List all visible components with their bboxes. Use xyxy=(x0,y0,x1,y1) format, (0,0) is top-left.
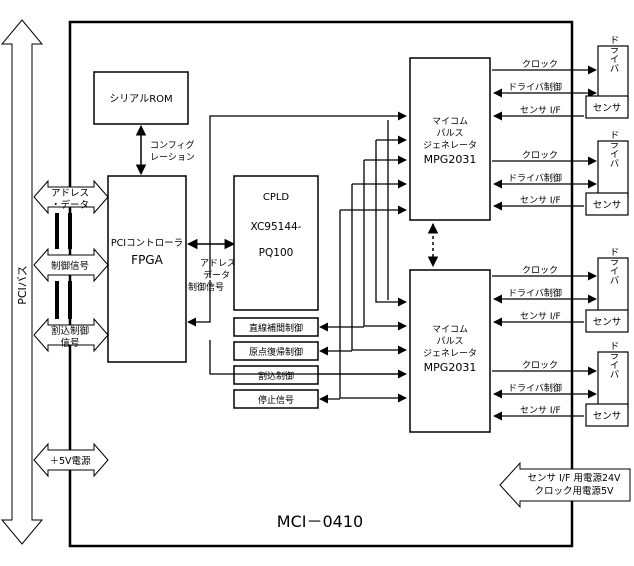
cpld-label-line2: XC95144- xyxy=(251,221,302,233)
bus-stubs xyxy=(55,213,72,319)
sensor-label: センサ xyxy=(593,317,622,328)
mpg1-line4: MPG2031 xyxy=(424,153,477,166)
fpga-label-line2: FPGA xyxy=(131,253,163,267)
mpg-block-2 xyxy=(409,269,491,433)
driver-ctrl-label: ドライバ制御 xyxy=(508,172,562,184)
driver-ctrl-label: ドライバ制御 xyxy=(508,287,562,299)
func-block-linear-interp xyxy=(233,317,319,337)
fpga-block xyxy=(107,175,187,363)
func-block-linear-interp-label: 直線補間制御 xyxy=(249,322,303,334)
bus-arrow-control-signal: 制御信号 xyxy=(33,247,109,283)
sensor-if-label: センサ I/F xyxy=(520,405,561,416)
sensor-box xyxy=(585,309,629,333)
bus-lines xyxy=(187,111,407,404)
cpld-label-line1: CPLD xyxy=(263,192,290,203)
sensor-box xyxy=(585,95,629,119)
mpg1-line3: ジェネレータ xyxy=(423,140,477,151)
driver-label: ドライバ xyxy=(608,247,620,285)
func-block-origin-return xyxy=(233,341,319,361)
driver-ctrl-label: ドライバ制御 xyxy=(508,81,562,93)
cpld-label-line3: PQ100 xyxy=(259,247,294,259)
clock-label: クロック xyxy=(522,360,558,371)
power-label-line1: センサ I/F 用電源24V xyxy=(527,473,621,484)
sensor-if-label: センサ I/F xyxy=(520,311,561,322)
sensor-label: センサ xyxy=(593,200,622,211)
fpga-cpld-label-line2: データ xyxy=(203,269,230,281)
func-block-stop-signal xyxy=(233,389,319,409)
config-label-line2: レーション xyxy=(150,153,195,163)
clock-label: クロック xyxy=(522,265,558,276)
board-name: MCI－0410 xyxy=(277,512,363,531)
power-label-line2: クロック用電源5V xyxy=(534,486,614,497)
cpld-block xyxy=(233,175,319,311)
fpga-cpld-label-line3: 制御信号 xyxy=(188,281,224,293)
bus-arrow-interrupt-line2: 信号 xyxy=(60,337,79,349)
func-block-stop-signal-label: 停止信号 xyxy=(258,394,294,406)
mpg2-line2: パルス xyxy=(436,336,463,347)
bus-arrow-interrupt: 割込制御 信号 xyxy=(33,317,109,353)
pci-bus-arrow xyxy=(0,19,44,545)
sensor-if-label: センサ I/F xyxy=(520,195,561,206)
mpg-block-1 xyxy=(409,57,491,221)
mpg1-line1: マイコム xyxy=(432,116,468,127)
sensor-box xyxy=(585,192,629,216)
bus-arrow-power-label: ＋5V電源 xyxy=(49,456,91,467)
function-blocks: 直線補間制御 原点復帰制御 割込制御 停止信号 xyxy=(233,317,319,409)
mpg2-line1: マイコム xyxy=(432,324,468,335)
fpga-label-line1: PCIコントローラ xyxy=(111,238,183,249)
func-block-interrupt xyxy=(233,365,319,385)
clock-label: クロック xyxy=(522,150,558,161)
bus-arrow-interrupt-line1: 割込制御 xyxy=(51,325,89,337)
driver-ctrl-label: ドライバ制御 xyxy=(508,382,562,394)
driver-box xyxy=(597,257,629,315)
mpg2-line4: MPG2031 xyxy=(424,361,477,374)
mpg2-line3: ジェネレータ xyxy=(423,348,477,359)
driver-label: ドライバ xyxy=(608,130,620,168)
bus-arrow-control-signal-label: 制御信号 xyxy=(51,260,89,272)
pci-bus-label: PCIバス xyxy=(16,265,29,305)
func-block-origin-return-label: 原点復帰制御 xyxy=(249,346,303,358)
config-label-line1: コンフィグ xyxy=(150,139,195,151)
sensor-label: センサ xyxy=(593,411,622,422)
clock-label: クロック xyxy=(522,59,558,70)
bus-arrow-address-data-line2: ・データ xyxy=(51,199,89,211)
bus-arrow-address-data-line1: アドレス xyxy=(51,188,89,199)
sensor-if-label: センサ I/F xyxy=(520,105,561,116)
sensor-box xyxy=(585,403,629,427)
serial-rom-block xyxy=(93,71,189,125)
power-arrow xyxy=(499,461,631,509)
serial-rom-label: シリアルROM xyxy=(109,94,172,105)
fpga-cpld-label-line1: アドレス xyxy=(200,259,236,269)
driver-box xyxy=(597,45,629,103)
sensor-label: センサ xyxy=(593,103,622,114)
driver-label: ドライバ xyxy=(608,35,620,73)
driver-box xyxy=(597,140,629,198)
driver-label: ドライバ xyxy=(608,341,620,379)
bus-arrow-power: ＋5V電源 xyxy=(33,442,109,478)
mpg1-line2: パルス xyxy=(436,128,463,139)
func-block-interrupt-label: 割込制御 xyxy=(258,370,294,382)
